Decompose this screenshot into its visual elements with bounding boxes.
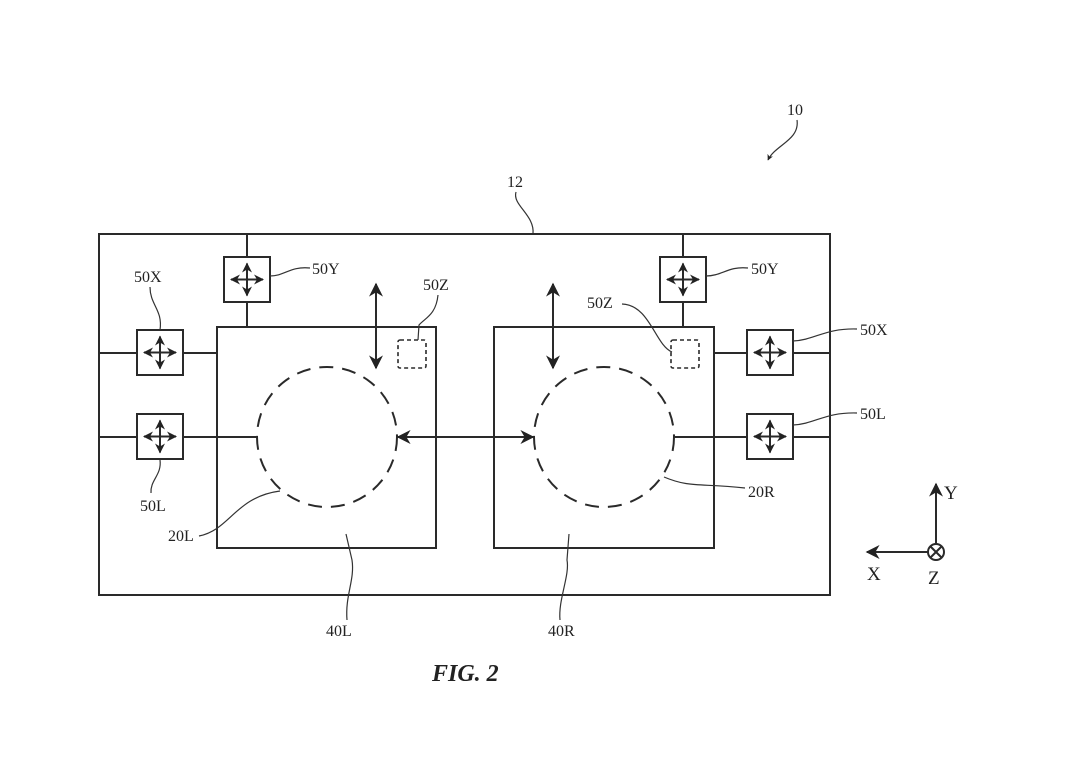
four-way-arrow-icon <box>143 419 177 454</box>
left-actuator-y-leader <box>269 267 311 277</box>
right-actuator-y-leader <box>705 267 749 277</box>
left-image-sensor-label: 20L <box>168 528 194 545</box>
right-actuator-z <box>670 339 700 369</box>
coordinate-axes: Y X Z <box>865 482 958 589</box>
z-axis-into-page-icon <box>927 543 945 561</box>
right-actuator-y <box>659 256 707 303</box>
left-actuator-x <box>136 329 184 376</box>
z-axis-label: Z <box>928 568 940 589</box>
left-connectors <box>99 234 257 438</box>
figure-caption: FIG. 2 <box>431 661 499 687</box>
left-actuator-y-label: 50Y <box>312 261 340 278</box>
x-axis-label: X <box>867 564 881 585</box>
right-image-sensor-label: 20R <box>748 484 775 501</box>
left-actuator-l-label: 50L <box>140 498 166 515</box>
right-connectors <box>674 234 830 438</box>
left-stage-label: 40L <box>326 623 352 640</box>
outer-frame <box>98 233 831 596</box>
y-axis-label: Y <box>944 483 958 504</box>
left-actuator-l-leader <box>150 459 161 494</box>
right-actuator-y-label: 50Y <box>751 261 779 278</box>
left-actuator-x-label: 50X <box>134 269 162 286</box>
right-stage-label: 40R <box>548 623 575 640</box>
left-actuator-x-leader <box>149 286 162 331</box>
left-actuator-z <box>397 339 427 369</box>
left-actuator-y <box>223 256 271 303</box>
four-way-arrow-icon <box>753 419 787 454</box>
left-actuator-z-label: 50Z <box>423 277 449 294</box>
right-actuator-l-label: 50L <box>860 406 886 423</box>
left-stage-leader <box>345 533 354 621</box>
four-way-arrow-icon <box>230 262 264 297</box>
right-actuator-z-leader <box>621 303 673 353</box>
four-way-arrow-icon <box>753 335 787 370</box>
frame-ref-label: 12 <box>507 174 523 191</box>
left-actuator-z-leader <box>417 294 439 341</box>
right-actuator-x-label: 50X <box>860 322 888 339</box>
right-actuator-x <box>746 329 794 376</box>
left-image-sensor <box>256 366 398 508</box>
right-actuator-l-leader <box>792 412 858 426</box>
assembly-leader-arrow <box>767 119 798 161</box>
frame-leader-line <box>515 191 534 235</box>
four-way-arrow-icon <box>143 335 177 370</box>
left-image-sensor-leader <box>198 490 281 537</box>
right-image-sensor-leader <box>663 476 746 489</box>
right-actuator-z-label: 50Z <box>587 295 613 312</box>
left-actuator-l <box>136 413 184 460</box>
right-image-sensor <box>533 366 675 508</box>
right-actuator-l <box>746 413 794 460</box>
right-actuator-x-leader <box>792 328 858 342</box>
right-stage-leader <box>559 533 570 621</box>
assembly-ref-label: 10 <box>787 102 803 119</box>
four-way-arrow-icon <box>666 262 700 297</box>
